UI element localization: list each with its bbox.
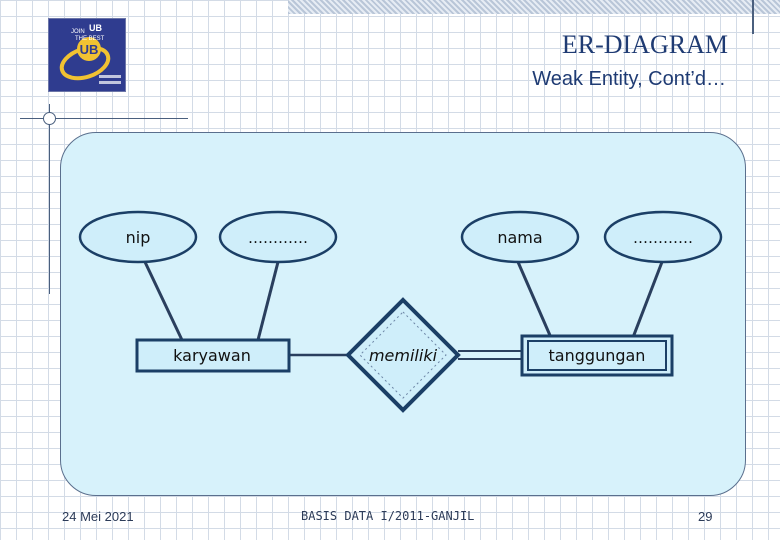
footer-date: 24 Mei 2021 [62,509,134,524]
logo-mark: UB [80,42,99,57]
attribute-nama: nama [460,210,580,264]
footer-page-number: 29 [698,509,713,524]
attribute-tanggungan-extra-label: ………… [633,229,693,247]
attribute-nip-label: nip [126,228,151,247]
logo-text-ub: UB [89,23,102,33]
connector-nama-tanggungan [516,261,554,341]
ub-logo: UB JOIN UB THE BEST [48,18,126,92]
attribute-nip: nip [78,210,198,264]
connector-attr-karyawan [256,261,280,341]
footer-course: BASIS DATA I/2011-GANJIL [301,509,475,523]
top-decorative-bar [288,0,780,14]
connector-attr-tanggungan [630,261,664,341]
decorative-vertical-line [49,104,50,294]
entity-tanggungan-label: tanggungan [549,346,646,365]
connector-nip-karyawan [143,261,184,341]
entity-tanggungan: tanggungan [520,334,674,377]
connector-memiliki-tanggungan [458,350,522,360]
entity-karyawan: karyawan [135,338,291,373]
top-vertical-rule [752,0,754,34]
relationship-memiliki-label: memiliki [369,346,438,365]
logo-text-join: JOIN [71,29,85,35]
attribute-tanggungan-extra: ………… [603,210,723,264]
slide-title: ER-DIAGRAM [561,30,728,59]
entity-karyawan-label: karyawan [173,346,251,365]
decorative-circle [43,112,56,125]
ub-logo-graphic: UB JOIN UB THE BEST [49,19,125,91]
logo-text-best: THE BEST [75,36,105,42]
attribute-nama-label: nama [497,228,542,247]
slide-subtitle: Weak Entity, Cont’d… [532,68,726,90]
attribute-karyawan-extra-label: ………… [248,229,308,247]
attribute-karyawan-extra: ………… [218,210,338,264]
decorative-horizontal-line [20,118,188,119]
relationship-memiliki: memiliki [345,297,461,413]
